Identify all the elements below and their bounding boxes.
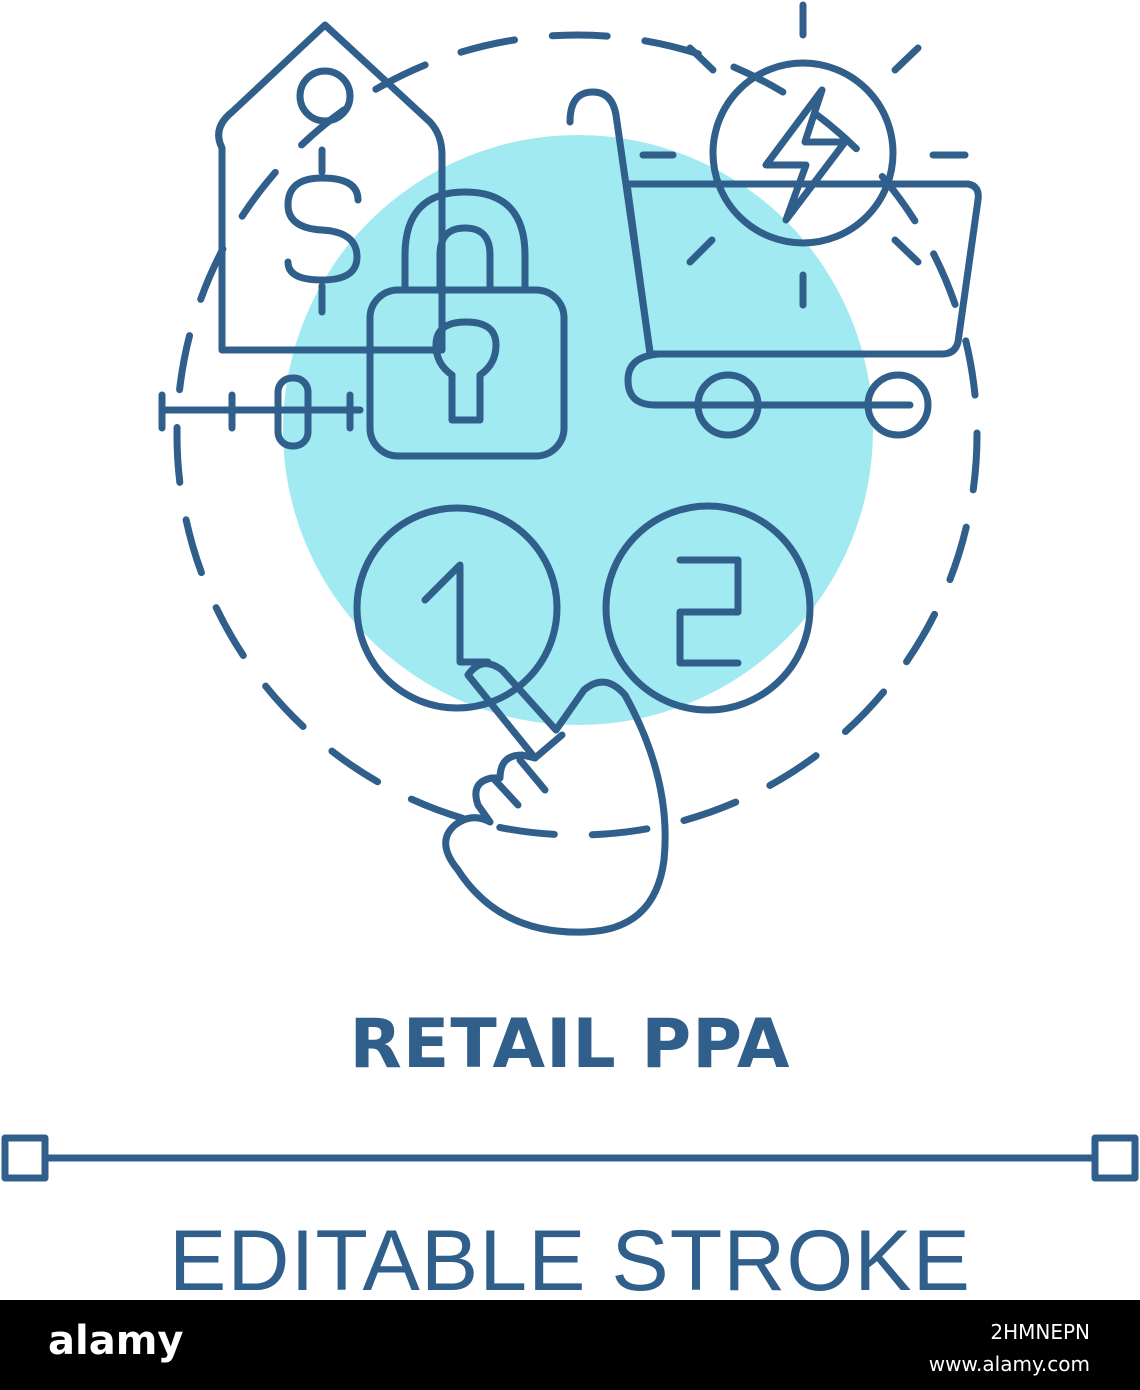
image-id-label: 2HMNEPN xyxy=(990,1320,1090,1344)
icon-title: RETAIL PPA xyxy=(349,1005,791,1084)
watermark-footer: alamy 2HMNEPN www.alamy.com xyxy=(0,1300,1140,1390)
option-one-icon xyxy=(353,504,561,712)
price-tag-dollar-icon xyxy=(215,21,446,354)
alamy-logo: alamy xyxy=(48,1318,184,1364)
padlock-icon xyxy=(366,188,568,460)
icon-canvas: RETAIL PPA EDITABLE STROKE xyxy=(1,1,1139,1309)
editable-stroke-label: EDITABLE STROKE xyxy=(169,1213,971,1309)
shopping-cart-icon xyxy=(566,88,982,439)
dashed-ring xyxy=(173,31,981,839)
accent-circle xyxy=(283,135,873,725)
slider-icon xyxy=(158,374,364,450)
editable-stroke-line xyxy=(1,1134,1139,1182)
lightning-bolt-icon xyxy=(639,1,969,309)
retail-ppa-illustration xyxy=(1,1,1139,1182)
pointing-hand-icon xyxy=(442,660,669,936)
option-two-icon xyxy=(602,502,814,714)
image-url-label: www.alamy.com xyxy=(928,1352,1090,1376)
